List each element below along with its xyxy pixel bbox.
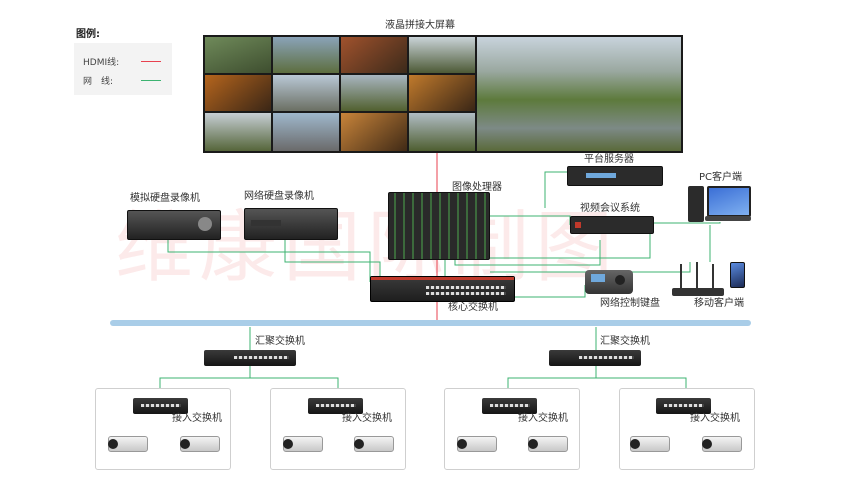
agg-switch-left-label: 汇聚交换机 bbox=[255, 336, 305, 347]
access-switch-4 bbox=[656, 398, 711, 414]
switch-ports bbox=[141, 404, 181, 407]
camera-lens bbox=[108, 439, 118, 449]
network-nvr bbox=[244, 208, 338, 240]
legend-net-label: 网 线: bbox=[83, 77, 114, 87]
camera-lens bbox=[354, 439, 364, 449]
access-switch-1 bbox=[133, 398, 188, 414]
video-conf-device bbox=[570, 216, 654, 234]
router-antenna bbox=[712, 264, 714, 288]
nvr-panel bbox=[251, 220, 281, 226]
wall-tile bbox=[205, 37, 271, 73]
pc-tower bbox=[688, 186, 704, 222]
core-switch-ports bbox=[426, 286, 506, 289]
agg-switch-left bbox=[204, 350, 296, 366]
bullet-camera-icon bbox=[108, 436, 148, 452]
server-panel bbox=[586, 173, 616, 178]
keyboard-screen bbox=[591, 274, 605, 282]
image-processor bbox=[388, 192, 490, 260]
platform-server bbox=[567, 166, 663, 186]
wall-tile bbox=[341, 37, 407, 73]
bullet-camera-icon bbox=[702, 436, 742, 452]
legend-box bbox=[74, 43, 172, 95]
access-switch-1-label: 接入交换机 bbox=[172, 413, 222, 424]
camera-lens bbox=[630, 439, 640, 449]
router-antenna bbox=[696, 262, 698, 288]
switch-ports bbox=[664, 404, 704, 407]
access-switch-2-label: 接入交换机 bbox=[342, 413, 392, 424]
bullet-camera-icon bbox=[457, 436, 497, 452]
camera-lens bbox=[180, 439, 190, 449]
wifi-router bbox=[672, 288, 724, 296]
vc-indicator bbox=[575, 222, 581, 228]
mobile-client-label: 移动客户端 bbox=[694, 298, 744, 309]
core-switch-trim bbox=[371, 277, 514, 280]
switch-ports bbox=[316, 404, 356, 407]
bullet-camera-icon bbox=[354, 436, 394, 452]
wall-tile bbox=[341, 113, 407, 151]
keyboard-label: 网络控制键盘 bbox=[600, 298, 660, 309]
camera-lens bbox=[283, 439, 293, 449]
wall-tile bbox=[273, 75, 339, 111]
pc-client-label: PC客户端 bbox=[699, 172, 743, 183]
wall-tile bbox=[409, 37, 475, 73]
keyboard-joystick bbox=[615, 275, 625, 285]
video-wall-title: 液晶拼接大屏幕 bbox=[385, 20, 455, 31]
wall-tile bbox=[341, 75, 407, 111]
legend-net-line bbox=[141, 80, 161, 81]
wall-large-tile bbox=[477, 37, 681, 151]
access-switch-3 bbox=[482, 398, 537, 414]
video-wall bbox=[203, 35, 683, 153]
wall-tile bbox=[273, 113, 339, 151]
pc-monitor bbox=[707, 186, 751, 217]
wall-tile bbox=[205, 113, 271, 151]
switch-ports bbox=[490, 404, 530, 407]
analog-dvr bbox=[127, 210, 221, 240]
wall-tile bbox=[273, 37, 339, 73]
camera-lens bbox=[702, 439, 712, 449]
network-nvr-label: 网络硬盘录像机 bbox=[244, 191, 314, 202]
platform-server-label: 平台服务器 bbox=[584, 154, 634, 165]
bullet-camera-icon bbox=[283, 436, 323, 452]
access-switch-3-label: 接入交换机 bbox=[518, 413, 568, 424]
agg-switch-right bbox=[549, 350, 641, 366]
mobile-phone bbox=[730, 262, 745, 288]
router-antenna bbox=[680, 264, 682, 288]
dvr-knob bbox=[198, 217, 212, 231]
video-conf-label: 视频会议系统 bbox=[580, 203, 640, 214]
network-keyboard bbox=[585, 270, 633, 294]
legend-hdmi-label: HDMI线: bbox=[83, 58, 120, 68]
access-switch-2 bbox=[308, 398, 363, 414]
camera-lens bbox=[528, 439, 538, 449]
camera-lens bbox=[457, 439, 467, 449]
core-switch-label: 核心交换机 bbox=[448, 302, 498, 313]
agg-switch-right-label: 汇聚交换机 bbox=[600, 336, 650, 347]
analog-dvr-label: 模拟硬盘录像机 bbox=[130, 193, 200, 204]
core-switch-ports bbox=[426, 292, 506, 295]
bullet-camera-icon bbox=[630, 436, 670, 452]
bullet-camera-icon bbox=[528, 436, 568, 452]
wall-tile bbox=[409, 75, 475, 111]
legend-title: 图例: bbox=[76, 29, 100, 40]
image-processor-label: 图像处理器 bbox=[452, 182, 502, 193]
switch-ports bbox=[579, 356, 634, 359]
wall-tile bbox=[409, 113, 475, 151]
switch-ports bbox=[234, 356, 289, 359]
pc-keyboard bbox=[705, 216, 751, 221]
bullet-camera-icon bbox=[180, 436, 220, 452]
access-switch-4-label: 接入交换机 bbox=[690, 413, 740, 424]
network-backbone bbox=[110, 320, 751, 326]
core-switch bbox=[370, 276, 515, 302]
wall-tile bbox=[205, 75, 271, 111]
legend-hdmi-line bbox=[141, 61, 161, 62]
